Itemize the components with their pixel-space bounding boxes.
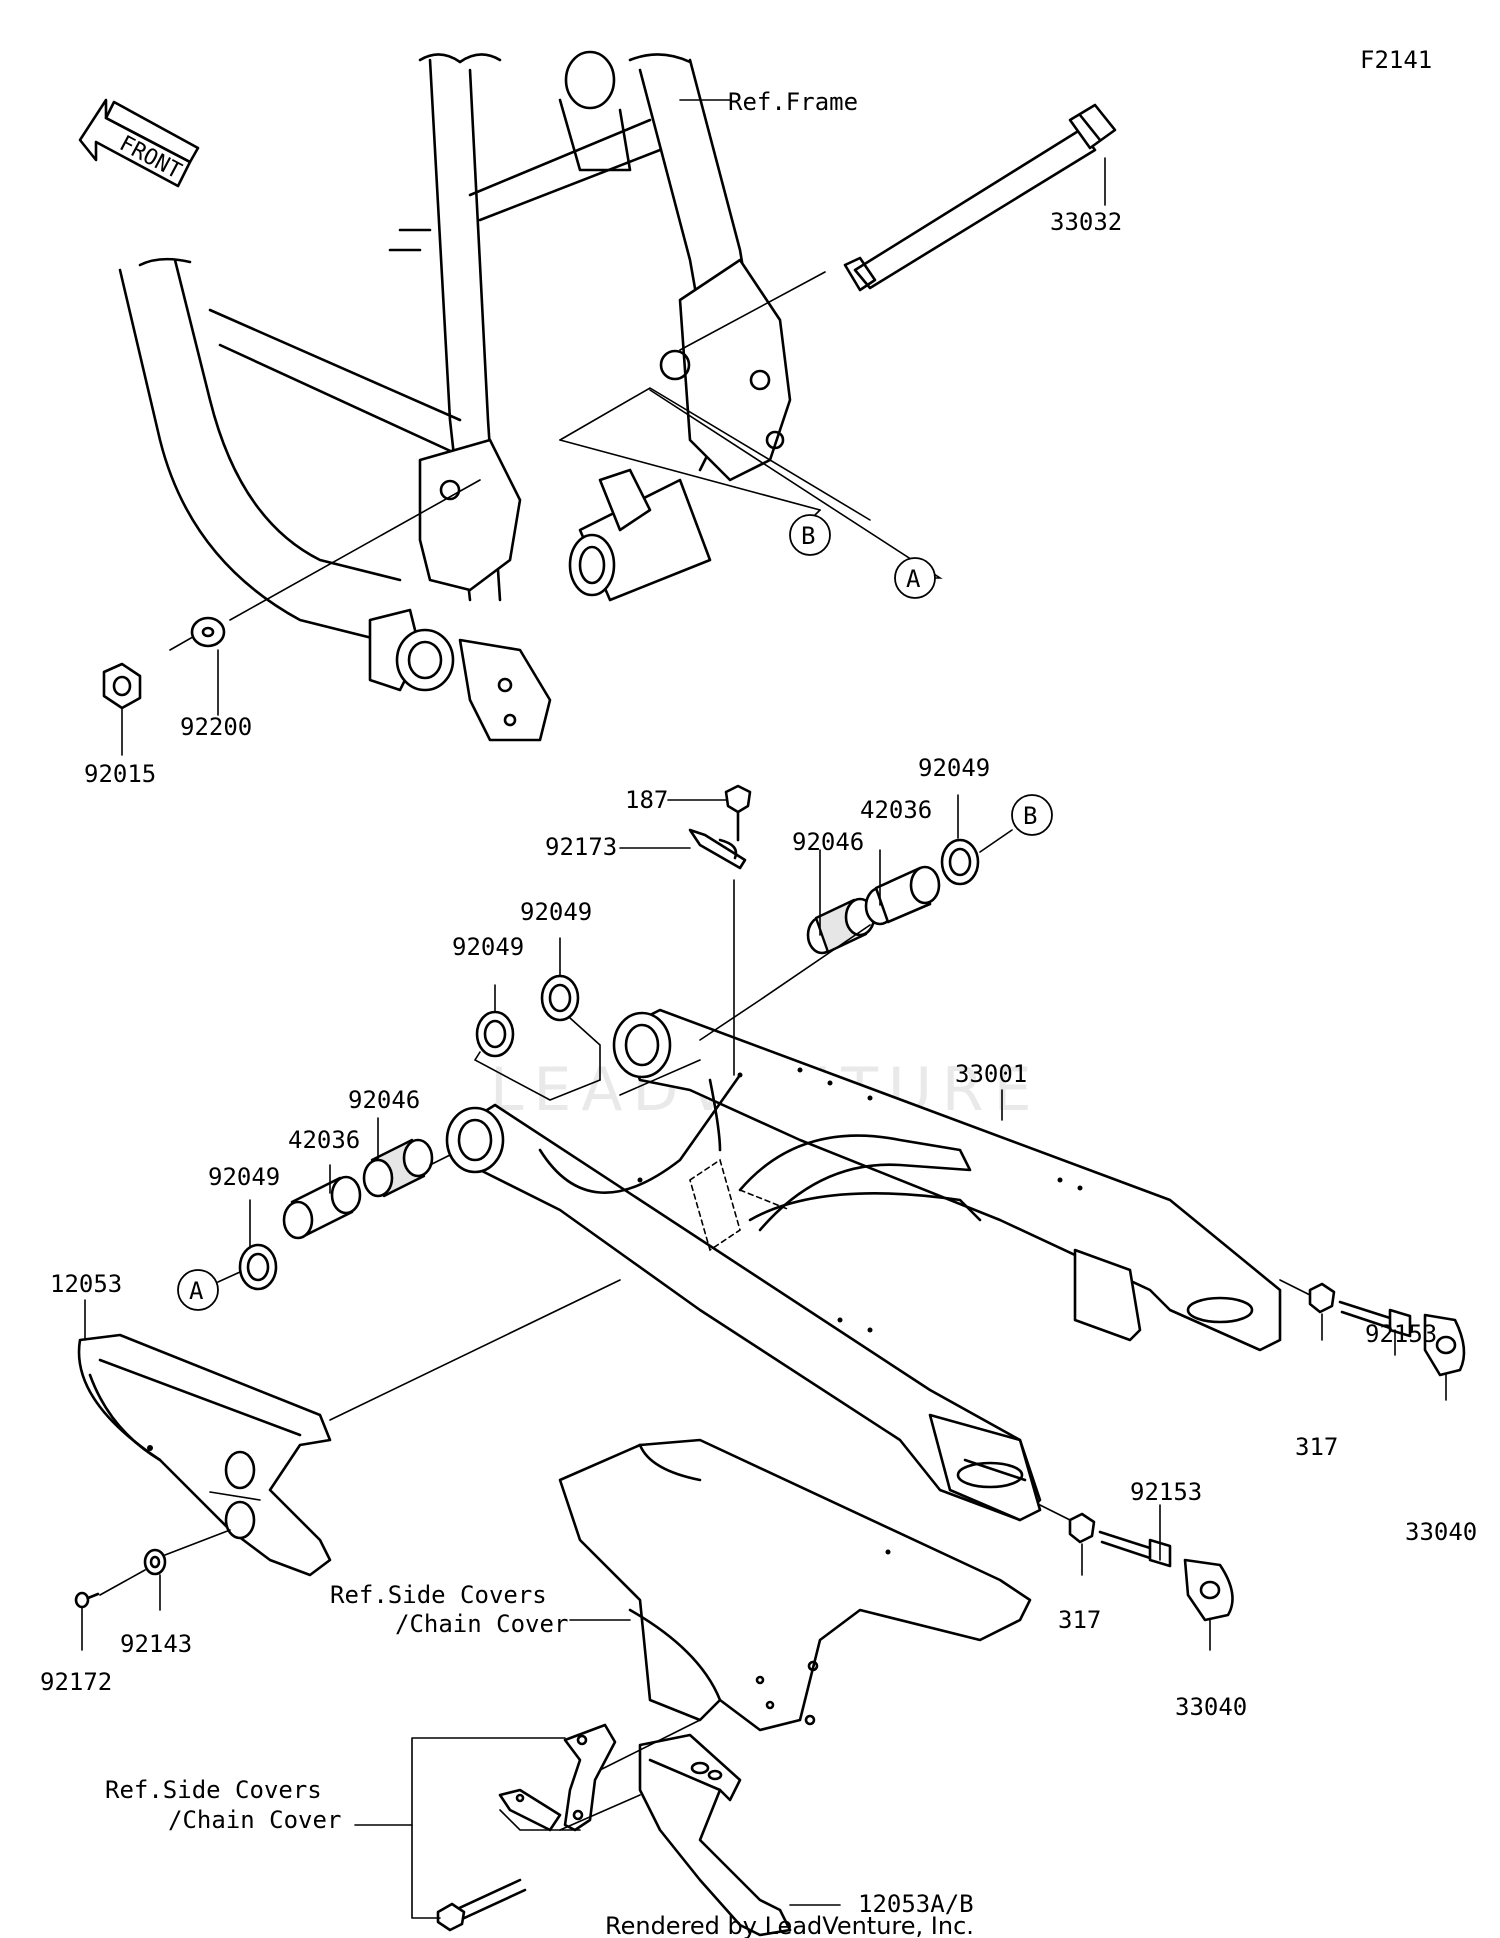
label-92046-top: 92046 [792,828,864,856]
svg-text:A: A [906,565,921,593]
label-92173: 92173 [545,833,617,861]
svg-text:A: A [189,1277,204,1305]
seal-92049-top [940,838,980,886]
leader-12053-line [329,1279,621,1421]
leader-12053-pivot [209,1491,261,1501]
label-12053ab: 12053A/B [858,1890,974,1918]
leader-callout-a-mid [217,1271,241,1283]
bearing-leader-lines [249,794,1013,1249]
seal-92049-left [238,1243,278,1291]
clip-92173 [688,828,747,870]
callout-b-top: B [789,514,831,556]
label-92153-right: 92153 [1365,1320,1437,1348]
label-42036-top: 42036 [860,796,932,824]
nut-317-right [1308,1282,1336,1314]
label-12053: 12053 [50,1270,122,1298]
label-92049-mid1: 92049 [452,933,524,961]
label-33040-right: 33040 [1405,1518,1477,1546]
leader-screw-92172 [99,1569,146,1596]
label-187: 187 [625,786,668,814]
leader-mid-axle [1039,1504,1071,1521]
leader-right-axle [1279,1279,1311,1296]
footer-credit: Rendered by LeadVenture, Inc. [605,1912,974,1938]
side-covers-2-bracket-lines [354,1719,701,1919]
needle-bearing-92046-top [806,897,876,955]
screw-92172 [74,1591,100,1609]
label-side-covers-1-line2: /Chain Cover [395,1610,568,1638]
callout-a-mid: A [177,1269,219,1311]
chain-slider-12053 [77,1333,332,1577]
label-33040-mid: 33040 [1175,1693,1247,1721]
label-92049-mid2: 92049 [520,898,592,926]
label-92143: 92143 [120,1630,192,1658]
label-33001: 33001 [955,1060,1027,1088]
front-arrow-icon: FRONT [78,98,200,188]
label-92200: 92200 [180,713,252,741]
label-side-covers-1-line1: Ref.Side Covers [330,1581,547,1609]
label-92015: 92015 [84,760,156,788]
bolt-bottom [436,1878,527,1932]
needle-bearing-92046-left [362,1138,434,1198]
chain-guard-12053ab [638,1733,792,1937]
svg-text:B: B [801,522,815,550]
leader-washer-92143 [164,1529,231,1556]
seal-92049-mid1 [475,1010,515,1058]
cover-bracket [498,1723,617,1832]
label-ref-frame: Ref.Frame [728,88,858,116]
collar-42036-top [864,865,941,926]
nut-317-mid [1068,1512,1096,1544]
callout-b-mid: B [1011,794,1053,836]
label-33032: 33032 [1050,208,1122,236]
collar-42036-left [282,1175,362,1240]
swingarm-33001 [445,1008,1282,1522]
label-92046-left: 92046 [348,1086,420,1114]
label-side-covers-2-line1: Ref.Side Covers [105,1776,322,1804]
svg-text:B: B [1023,802,1037,830]
front-label: FRONT [115,131,185,184]
label-317-right: 317 [1295,1433,1338,1461]
label-side-covers-2-line2: /Chain Cover [168,1806,341,1834]
adjuster-33040-mid [1183,1558,1234,1622]
label-42036-left: 42036 [288,1126,360,1154]
figure-id: F2141 [1360,46,1432,74]
callout-a-top: A [894,557,936,599]
washer-92200 [190,616,226,648]
seal-92049-mid2 [540,974,580,1022]
pivot-shaft-33032 [843,103,1117,292]
washer-92143 [143,1548,167,1576]
nut-92015 [102,662,142,710]
chain-cover-illustration [558,1438,1032,1732]
label-317-mid: 317 [1058,1606,1101,1634]
adjuster-33040-right [1423,1313,1466,1377]
label-92153-mid: 92153 [1130,1478,1202,1506]
label-92172: 92172 [40,1668,112,1696]
label-92049-left: 92049 [208,1163,280,1191]
label-92049-top: 92049 [918,754,990,782]
bolt-187 [724,784,752,842]
frame-illustration [118,50,792,742]
